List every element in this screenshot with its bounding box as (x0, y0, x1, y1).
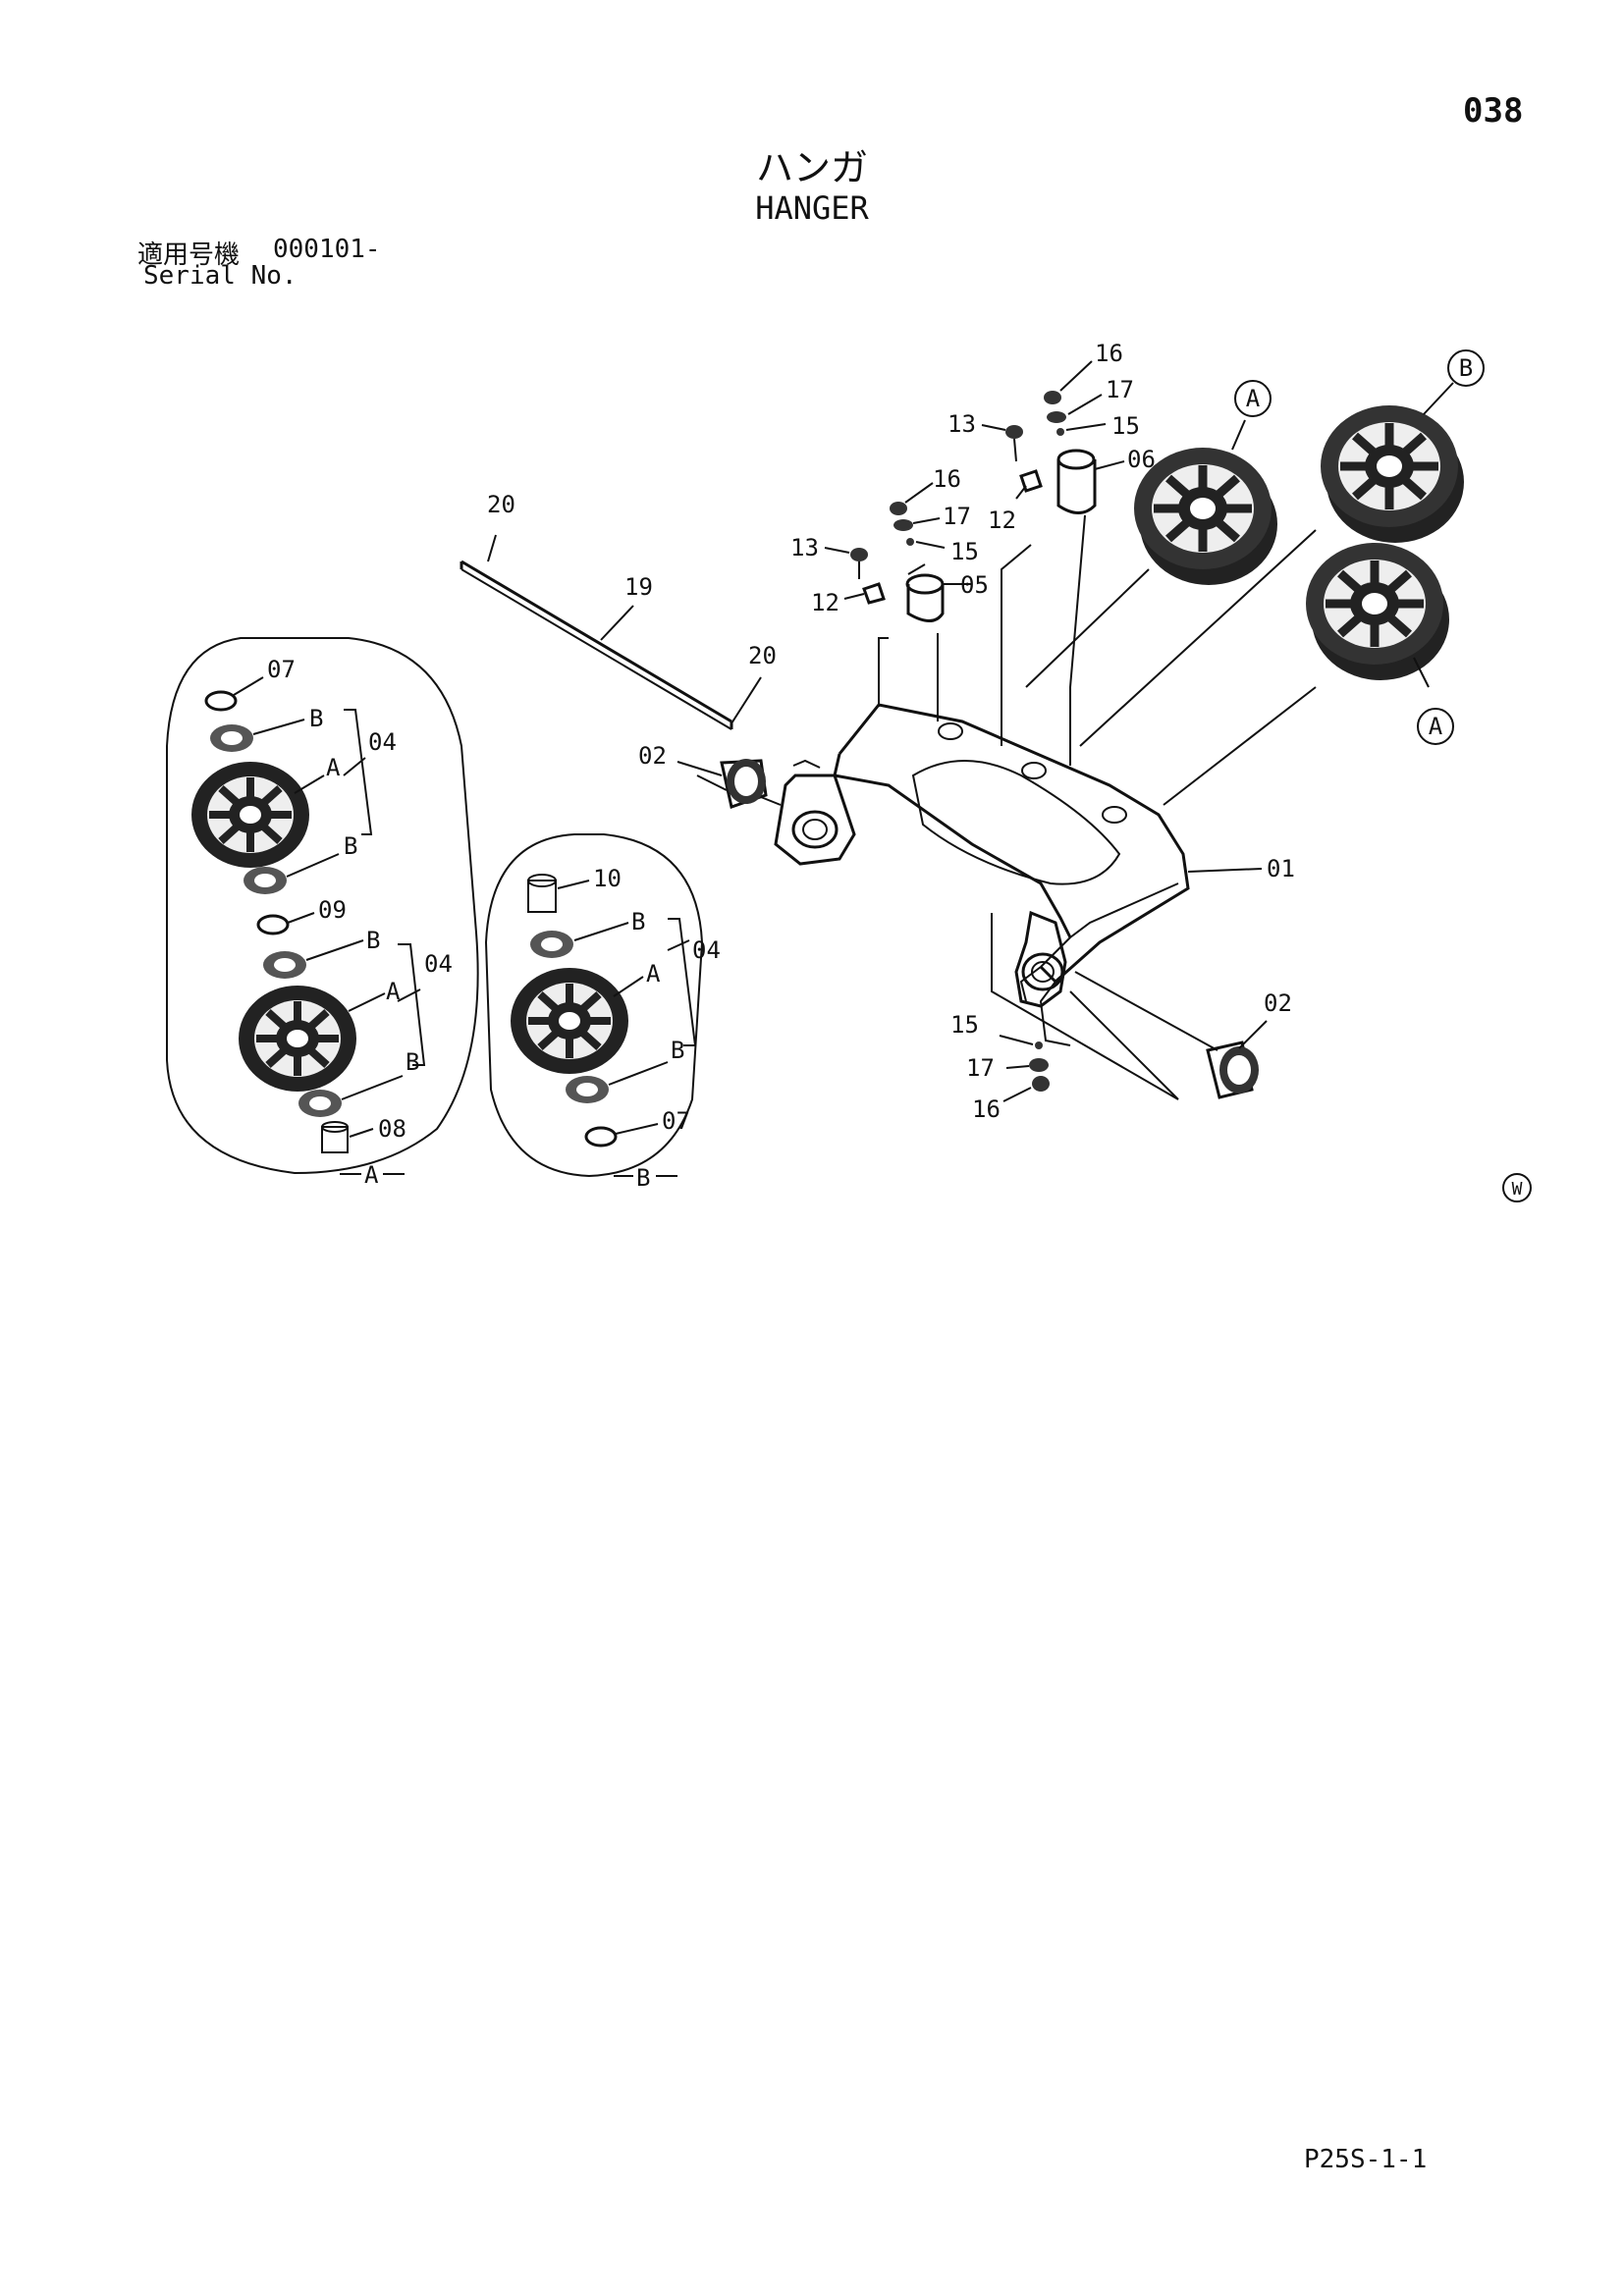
sheave-b-group (511, 968, 628, 1074)
callout-19: 19 (624, 573, 653, 601)
label-b-2: B (344, 832, 357, 860)
fitting-15-b (1056, 428, 1064, 436)
spacer-b-6 (566, 1076, 609, 1103)
fitting-15-c (1035, 1041, 1043, 1049)
callout-16-c: 16 (972, 1095, 1001, 1123)
watermark-w-mark: W (1502, 1173, 1532, 1202)
group-label-b: B (636, 1164, 650, 1192)
svg-text:A: A (1246, 385, 1261, 412)
label-b-1: B (309, 705, 323, 732)
callout-04-c: 04 (692, 936, 721, 964)
washer-17-a (893, 519, 913, 531)
svg-text:A: A (1429, 713, 1443, 740)
callout-12-a: 12 (811, 589, 839, 616)
bushing-02-left (720, 759, 768, 809)
spacer-b-3 (263, 951, 306, 979)
label-b-6: B (671, 1037, 684, 1064)
callout-15-b: 15 (1111, 412, 1140, 440)
callout-09: 09 (318, 896, 347, 924)
callout-07-b: 07 (662, 1107, 690, 1135)
fitting-15-a (906, 538, 914, 546)
bushing-02-right (1206, 1041, 1259, 1099)
label-b-3: B (366, 927, 380, 954)
callout-16-a: 16 (933, 465, 961, 493)
page-code: P25S-1-1 (1304, 2145, 1428, 2174)
label-b-4: B (406, 1048, 419, 1076)
ref-marker-a-upper: A (1234, 380, 1272, 417)
sheave-a-lower (1306, 543, 1449, 680)
label-b-5: B (631, 908, 645, 935)
sheave-b (1321, 405, 1464, 543)
callout-06: 06 (1127, 446, 1156, 473)
assembly-guide-lines (696, 514, 1317, 1100)
page-title-japanese: ハンガ (755, 146, 868, 189)
grease-fitting-16-a (890, 502, 907, 515)
shaft-19 (460, 560, 733, 730)
callout-20-a: 20 (487, 491, 515, 518)
spacer-b-2 (244, 867, 287, 894)
washer-17-c (1029, 1058, 1049, 1072)
callout-17-c: 17 (966, 1054, 995, 1082)
callout-04-a: 04 (368, 728, 397, 756)
ring-07-a (204, 690, 238, 712)
callout-04-b: 04 (424, 950, 453, 978)
callout-16-b: 16 (1095, 340, 1123, 367)
ref-marker-b: B (1447, 349, 1485, 387)
spacer-b-4 (298, 1090, 342, 1117)
sheave-a-group-top (191, 762, 309, 868)
callout-10: 10 (593, 865, 622, 892)
lock-plate-12-a (862, 582, 886, 605)
callout-13-a: 13 (790, 534, 819, 561)
lock-plate-12-b (1019, 469, 1043, 493)
callout-07-a: 07 (267, 656, 296, 683)
group-a-outline (166, 637, 479, 1175)
svg-text:B: B (1459, 354, 1473, 382)
svg-text:W: W (1512, 1179, 1523, 1200)
pin-05 (905, 563, 972, 622)
bolt-13-a (850, 548, 868, 579)
callout-13-b: 13 (947, 410, 976, 438)
callout-12-b: 12 (988, 507, 1016, 534)
callout-08: 08 (378, 1115, 406, 1143)
label-a-3: A (646, 960, 661, 988)
hanger-frame (774, 703, 1190, 1046)
group-label-a: A (364, 1161, 379, 1189)
callout-20-b: 20 (748, 642, 777, 669)
page-number: 038 (1463, 91, 1524, 131)
serial-label-japanese: 適用号機 (137, 240, 241, 270)
callout-02-left: 02 (638, 742, 667, 770)
ring-07-b (584, 1126, 618, 1148)
bolt-13-b (1005, 425, 1023, 462)
sheave-a-group-bottom (239, 986, 356, 1092)
bushing-10 (527, 874, 557, 913)
ring-09 (256, 914, 290, 935)
serial-number-range: 000101- (273, 235, 381, 264)
group-b-outline (484, 833, 704, 1178)
bushing-08 (321, 1121, 349, 1153)
grease-fitting-16-c (1032, 1076, 1050, 1092)
callout-05: 05 (960, 571, 989, 599)
grease-fitting-16-b (1044, 391, 1061, 404)
pin-06 (1056, 449, 1125, 514)
label-a-1: A (326, 754, 341, 781)
spacer-b-1 (210, 724, 253, 752)
serial-label: Serial No. (143, 261, 298, 291)
callout-17-a: 17 (943, 503, 971, 530)
ref-marker-a-lower: A (1417, 708, 1454, 745)
callout-02-right: 02 (1264, 989, 1292, 1017)
callout-15-a: 15 (950, 538, 979, 565)
page-title: HANGER (755, 189, 869, 227)
washer-17-b (1047, 411, 1066, 423)
label-a-2: A (386, 978, 401, 1005)
callout-01: 01 (1267, 855, 1295, 882)
callout-15-c: 15 (950, 1011, 979, 1039)
spacer-b-5 (530, 931, 573, 958)
callout-17-b: 17 (1106, 376, 1134, 403)
